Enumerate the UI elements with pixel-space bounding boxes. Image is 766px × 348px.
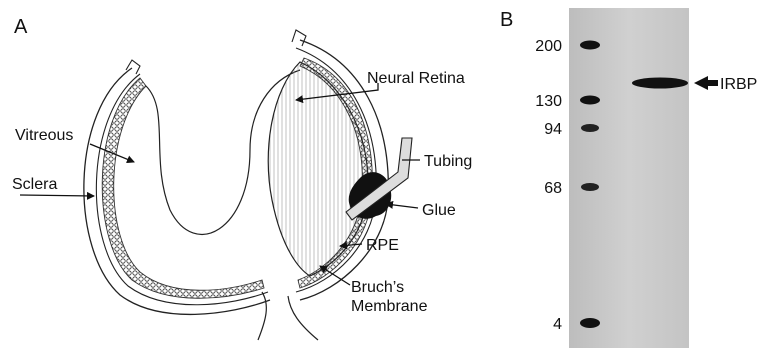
marker-label-4: 4 <box>553 316 562 333</box>
label-rpe: RPE <box>366 237 399 254</box>
gel-image <box>569 8 689 348</box>
marker-label-94: 94 <box>544 121 562 138</box>
ladder-band-4 <box>580 318 600 328</box>
marker-label-68: 68 <box>544 180 562 197</box>
ladder-band-94 <box>581 124 599 132</box>
panel-a-letter: A <box>14 16 28 38</box>
ladder-band-130 <box>580 96 600 105</box>
label-sclera: Sclera <box>12 176 57 193</box>
marker-label-130: 130 <box>535 93 562 110</box>
label-vitreous: Vitreous <box>15 127 73 144</box>
irbp-arrow-icon <box>694 76 718 90</box>
marker-label-200: 200 <box>535 38 562 55</box>
left-flap-tip <box>126 60 140 74</box>
panel-b-letter: B <box>500 9 513 31</box>
label-tubing: Tubing <box>424 153 472 170</box>
left-retina-layer <box>102 78 264 298</box>
irbp-label: IRBP <box>720 76 757 93</box>
label-neural-retina: Neural Retina <box>367 70 465 87</box>
label-glue: Glue <box>422 202 456 219</box>
sclera-arrow <box>20 195 94 196</box>
ladder-band-68 <box>581 183 599 191</box>
optic-stalk <box>258 292 318 340</box>
irbp-band <box>632 78 688 89</box>
right-flap-tip <box>292 30 306 46</box>
label-bruchs-line2: Membrane <box>351 298 428 315</box>
glue-arrow <box>386 204 418 208</box>
ladder-band-200 <box>580 41 600 50</box>
label-bruchs-line1: Bruch’s <box>351 279 404 296</box>
